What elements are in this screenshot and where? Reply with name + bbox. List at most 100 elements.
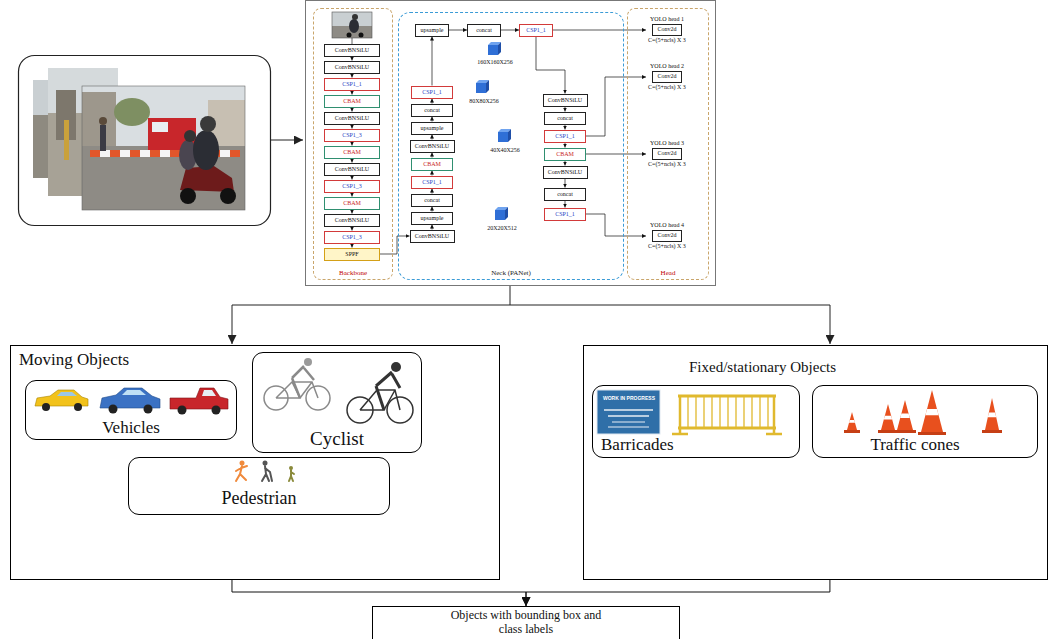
architecture-frame — [306, 1, 716, 286]
barricade-icons — [597, 390, 782, 434]
node-text: Moving Objects — [19, 350, 129, 370]
node-text: YOLO head 2 — [650, 63, 684, 70]
car-icons — [178, 406, 187, 415]
traffic-cone-icons — [918, 432, 946, 435]
car-icons — [100, 388, 160, 408]
connector-arrow — [565, 201, 566, 208]
cyclist-icons — [391, 362, 401, 372]
category-panel: Fixed/stationary ObjectsBarricadesTraffi… — [583, 345, 1048, 580]
node-text: Barricades — [601, 435, 674, 455]
traffic-cone-icons — [925, 409, 938, 415]
node-text: concat — [557, 191, 573, 198]
connector-arrow — [501, 30, 519, 31]
connector-arrow — [432, 37, 433, 86]
node-text: Objects with bounding box and class labe… — [439, 609, 614, 637]
input-images — [19, 56, 271, 226]
node-text: upsample — [421, 125, 444, 132]
input-images — [110, 150, 120, 157]
feature-map-cube — [505, 207, 508, 220]
conv-block: ConvBNSiLU — [324, 163, 380, 176]
node-text: C=(5+ncls) X 3 — [648, 84, 686, 91]
attention-block: CBAM — [324, 197, 380, 210]
input-images — [180, 188, 196, 204]
node-text: C=(5+ncls) X 3 — [648, 161, 686, 168]
neck-op-block: concat — [411, 194, 453, 207]
layer-name: Conv2d — [652, 148, 681, 159]
node-text: C=(5+ncls) X 3 — [648, 243, 686, 250]
node-text: Head — [661, 269, 676, 277]
traffic-cone-icons — [844, 390, 1002, 435]
node-text: upsample — [421, 215, 444, 222]
node-text: concat — [557, 115, 573, 122]
pedestrian-icons — [236, 461, 294, 482]
node-text: ConvBNSiLU — [415, 233, 449, 240]
traffic-cone-icons — [844, 430, 860, 433]
traffic-cone-icons — [847, 412, 857, 430]
neck-op-block: upsample — [415, 24, 449, 37]
neck-op-block: concat — [467, 24, 501, 37]
csp-block: CSP1_3 — [324, 129, 380, 142]
sign-text: WORK IN PROGRESS — [603, 396, 655, 402]
cyclist-icons — [292, 366, 314, 398]
layer-name: Conv2d — [652, 71, 681, 82]
node-text: Neck (PANet) — [491, 269, 531, 277]
conv-block: ConvBNSiLU — [324, 112, 380, 125]
feature-map-cube — [508, 129, 511, 142]
input-images — [82, 86, 245, 210]
car-icons — [212, 406, 221, 415]
conv-block: ConvBNSiLU — [324, 61, 380, 74]
traffic-cone-icons — [982, 430, 1002, 433]
conv-block: ConvBNSiLU — [410, 140, 455, 153]
input-images — [82, 86, 245, 210]
input-arrow — [271, 140, 303, 141]
node-text: CSP1_1 — [555, 211, 575, 218]
conv-block: ConvBNSiLU — [324, 214, 380, 227]
pedestrian-icons — [289, 470, 294, 481]
dimension-label: 40X40X256 — [490, 147, 520, 154]
attention-block: CBAM — [544, 148, 586, 161]
car-icons — [170, 388, 228, 409]
feature-map-cube — [486, 80, 489, 93]
barricade-icons — [672, 396, 782, 434]
car-icons — [122, 390, 146, 395]
car-icons — [35, 388, 228, 415]
input-images — [99, 117, 107, 125]
traffic-cone-icons — [897, 400, 913, 430]
pedestrian-icons — [263, 461, 268, 466]
dimension-label: 20X20X512 — [487, 225, 517, 232]
node-text: Fixed/stationary Objects — [689, 359, 836, 376]
input-images — [64, 120, 69, 160]
node-text: ConvBNSiLU — [335, 47, 369, 54]
csp-block: CSP1_3 — [324, 180, 380, 193]
feature-map-cube — [498, 132, 508, 142]
feature-map-cube — [476, 42, 511, 220]
backbone-input-thumbnail — [347, 33, 352, 38]
barricade-icons — [688, 396, 768, 428]
node-text: CBAM — [343, 149, 361, 156]
connector-arrow — [232, 580, 526, 606]
node-text: CSP1_3 — [342, 234, 362, 241]
feature-map-cube — [498, 42, 501, 55]
layer-name: Conv2d — [652, 24, 681, 35]
layer-name: Conv2d — [652, 230, 681, 241]
node-text: CSP1_1 — [526, 27, 546, 34]
barricade-icons — [773, 396, 776, 434]
node-text: CSP1_1 — [555, 133, 575, 140]
yolo-head: YOLO head 4Conv2dC=(5+ncls) X 3 — [646, 222, 688, 251]
node-text: Cyclist — [310, 428, 364, 450]
node-text: ConvBNSiLU — [335, 115, 369, 122]
connector-arrow — [586, 214, 646, 236]
input-images — [184, 130, 196, 142]
backbone-input-thumbnail — [332, 12, 372, 44]
csp-block: CSP1_1 — [519, 24, 553, 37]
conv-block: ConvBNSiLU — [543, 94, 588, 107]
barricade-icons — [672, 433, 782, 436]
input-images — [19, 56, 271, 226]
yolo-head: YOLO head 2Conv2dC=(5+ncls) X 3 — [646, 63, 688, 92]
car-icons — [42, 403, 50, 411]
traffic-cone-icons — [900, 414, 910, 419]
neck-op-block: upsample — [411, 212, 453, 225]
node-text: upsample — [421, 27, 444, 34]
csp-block: CSP1_1 — [324, 78, 380, 91]
traffic-cone-icons — [849, 420, 855, 423]
